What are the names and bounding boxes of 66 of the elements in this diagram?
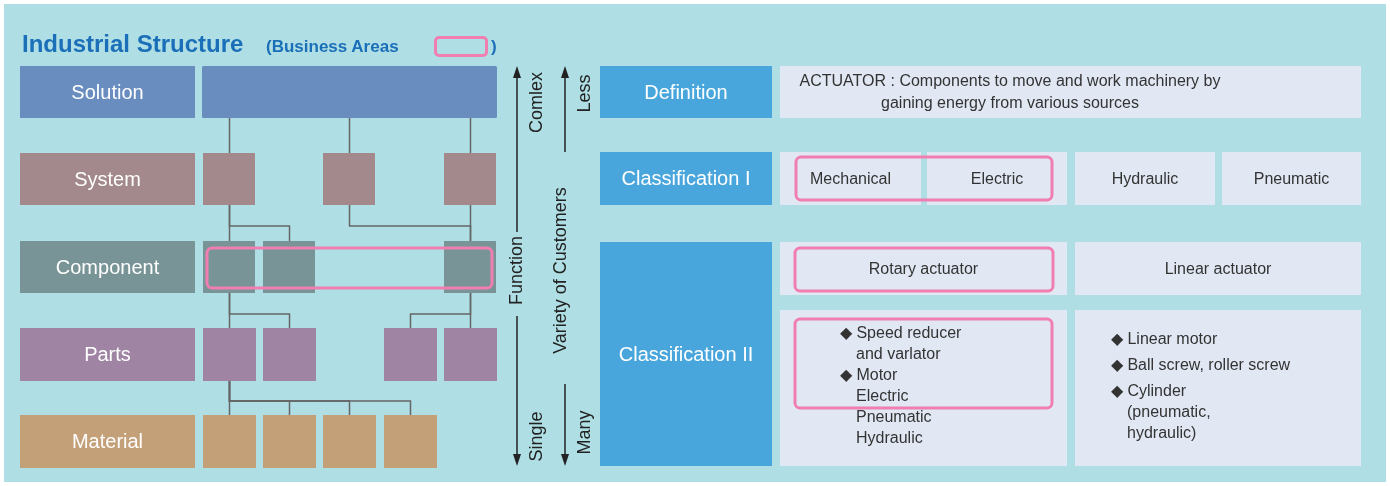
connector-line — [228, 292, 291, 329]
level-box — [20, 66, 195, 118]
class-label: Rotary actuator — [868, 259, 979, 278]
class-label: Electric — [970, 169, 1024, 188]
list-item: Electric — [855, 386, 910, 406]
class-label: Linear actuator — [1164, 259, 1272, 278]
legend-label: (Business Areas — [266, 37, 399, 57]
connector-line — [469, 117, 472, 154]
list-item: ◆ Motor — [840, 365, 899, 385]
level-box — [20, 328, 195, 381]
level-box — [20, 415, 195, 468]
connector-line — [228, 380, 412, 416]
class-box — [1222, 152, 1361, 205]
axis-label: Many — [573, 410, 595, 454]
category-box — [600, 66, 772, 118]
unit-square — [444, 153, 496, 205]
connector-line — [228, 117, 231, 154]
unit-square — [384, 415, 437, 468]
level-label: Component — [55, 255, 160, 279]
unit-square — [203, 153, 255, 205]
list-item: ◆ Cylinder (pneumatic, hydraulic) — [1111, 381, 1212, 443]
level-label: Solution — [71, 80, 144, 104]
axis-label: Single — [525, 411, 547, 461]
unit-square — [444, 328, 497, 381]
unit-square — [323, 153, 375, 205]
list-item: ◆ Speed reducer and varlator — [840, 323, 963, 364]
connector-line — [469, 204, 472, 242]
parenthesis-text: ) — [491, 37, 497, 57]
unit-square — [263, 328, 316, 381]
unit-square — [263, 415, 316, 468]
list-item: Hydraulic — [855, 428, 924, 448]
solution-bar — [202, 66, 497, 118]
connector-line — [348, 117, 351, 154]
axis-label: Less — [573, 74, 595, 112]
list-item: Pneumatic — [855, 407, 933, 427]
axis-label: Comlex — [525, 71, 547, 133]
class-label: Hydraulic — [1111, 169, 1179, 188]
level-label: Classification II — [618, 342, 754, 366]
class-box — [1075, 152, 1215, 205]
level-box — [20, 241, 195, 293]
level-label: Material — [71, 430, 144, 453]
level-label: System — [74, 167, 141, 191]
unit-square — [203, 328, 256, 381]
diagram-title: Industrial Structure — [22, 30, 244, 58]
level-label: Definition — [644, 80, 728, 104]
connector-line — [469, 292, 472, 329]
level-box — [20, 153, 195, 205]
level-label: Parts — [84, 343, 131, 366]
definition-text: ACTUATOR : Components to move and work machinery by gaining energy from various sources — [798, 71, 1222, 113]
list-item: ◆ Linear motor — [1111, 329, 1219, 349]
category-box — [600, 152, 772, 205]
axis-label: Variety of Customers — [549, 186, 571, 354]
item-list-box — [780, 310, 1067, 466]
class-box — [1075, 242, 1361, 295]
unit-square — [203, 415, 256, 468]
list-item: ◆ Ball screw, roller screw — [1111, 355, 1292, 375]
level-label: Classification I — [621, 167, 751, 190]
item-list-box — [1075, 310, 1361, 466]
class-label: Pneumatic — [1253, 169, 1330, 188]
class-label: Mechanical — [810, 169, 891, 188]
unit-square — [384, 328, 437, 381]
unit-square — [323, 415, 376, 468]
axis-label: Function — [505, 235, 527, 305]
connector-line — [228, 204, 291, 242]
category-box — [600, 242, 772, 466]
definition-box — [780, 66, 1361, 118]
